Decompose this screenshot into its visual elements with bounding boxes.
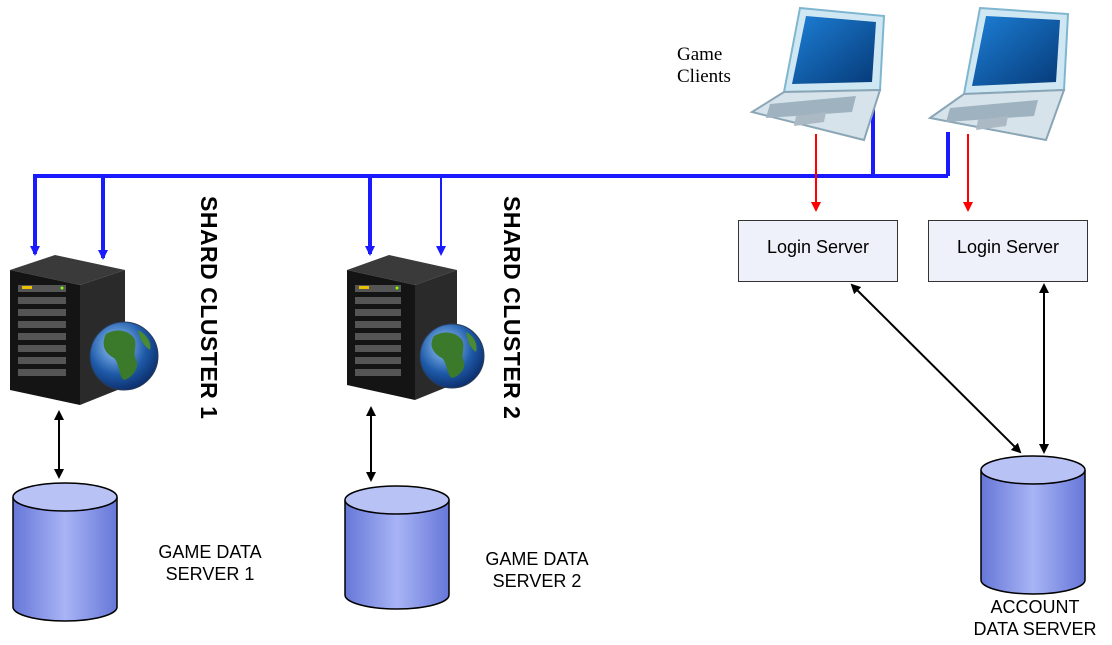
- server-rack-icon: [10, 255, 125, 405]
- login-server-label: Login Server: [766, 237, 870, 257]
- shard-cluster-1-label: SHARD CLUSTER 1: [196, 196, 222, 420]
- game-data-server-1-line2: SERVER 1: [165, 564, 255, 584]
- database-cylinder-icon: [980, 455, 1086, 595]
- login1-account-link: [850, 283, 1022, 454]
- laptop-icon: [749, 6, 886, 142]
- game-data-server-2-line1: GAME DATA: [485, 549, 589, 569]
- account-data-server-line1: ACCOUNT: [990, 597, 1080, 617]
- data-links: [54, 283, 1049, 482]
- client-login-links: [811, 134, 973, 212]
- database-cylinder-icon: [344, 485, 450, 610]
- laptop-icon: [927, 6, 1070, 142]
- game-data-server-1-label: GAME DATA SERVER 1: [130, 541, 290, 585]
- account-data-server-line2: DATA SERVER: [973, 619, 1097, 639]
- game-clients-line2: Clients: [677, 66, 731, 87]
- account-data-server-label: ACCOUNT DATA SERVER: [950, 596, 1112, 640]
- game-clients-line1: Game: [677, 44, 723, 65]
- login-server-label: Login Server: [956, 237, 1060, 257]
- game-data-server-1-line1: GAME DATA: [158, 542, 262, 562]
- database-cylinder-icon: [12, 482, 118, 622]
- network-bus: [30, 106, 950, 260]
- game-clients-label: Game Clients: [677, 44, 731, 88]
- game-data-server-2-label: GAME DATA SERVER 2: [457, 548, 617, 592]
- globe-icon: [89, 321, 159, 391]
- game-data-server-2-line2: SERVER 2: [492, 571, 582, 591]
- login-server-box: Login Server: [738, 220, 898, 282]
- globe-icon: [419, 323, 485, 389]
- login-server-box: Login Server: [928, 220, 1088, 282]
- shard-cluster-2-label: SHARD CLUSTER 2: [499, 196, 525, 420]
